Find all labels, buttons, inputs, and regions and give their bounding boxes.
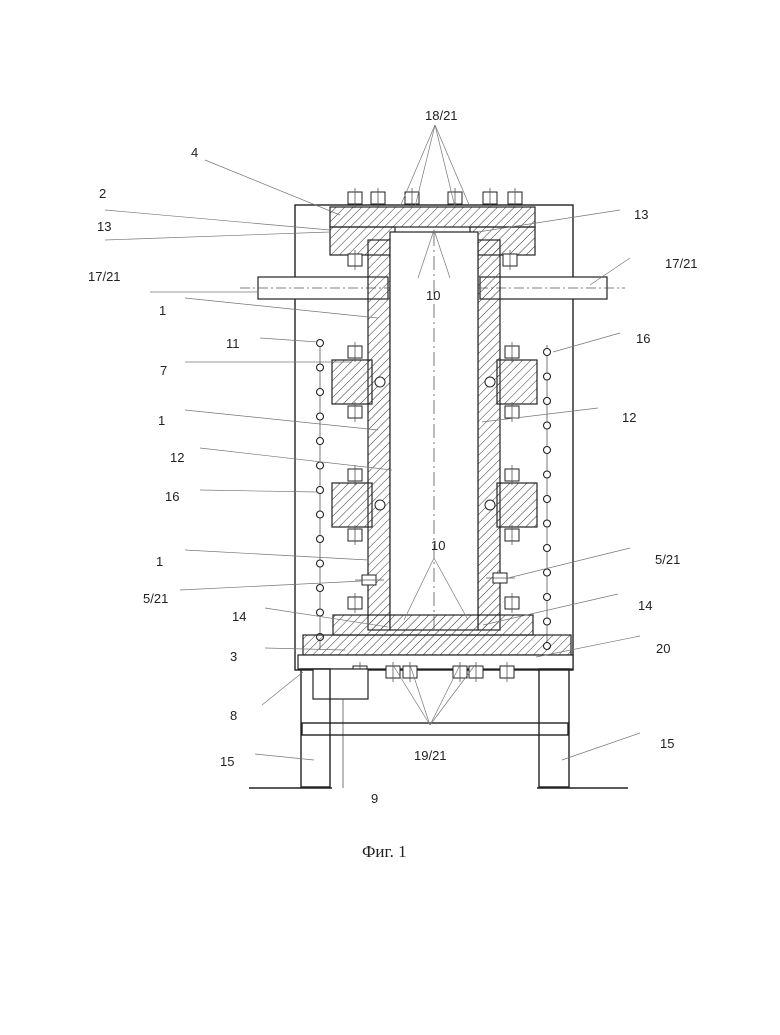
label-1-b: 1 (158, 413, 165, 428)
coil-turn-right-1 (544, 373, 551, 380)
seal-left-0 (375, 377, 385, 387)
label-3: 3 (230, 649, 237, 664)
coil-turn-left-8 (317, 536, 324, 543)
label-4: 4 (191, 145, 198, 160)
label-9: 9 (371, 791, 378, 806)
label-17-21-right: 17/21 (665, 256, 698, 271)
label-1-c: 1 (156, 554, 163, 569)
bottom-flange (298, 615, 573, 669)
drive-unit (313, 669, 368, 788)
column-wall-left (368, 240, 390, 630)
label-18-21: 18/21 (425, 108, 458, 123)
figure-caption: Фиг. 1 (362, 842, 407, 861)
coil-turn-left-10 (317, 585, 324, 592)
coil-turn-right-6 (544, 496, 551, 503)
flange-left-0 (332, 360, 372, 404)
coil-turn-right-4 (544, 447, 551, 454)
coil-turn-left-1 (317, 364, 324, 371)
coil-turn-right-8 (544, 545, 551, 552)
flange-right-1 (497, 483, 537, 527)
flange-right-0 (497, 360, 537, 404)
label-20: 20 (656, 641, 670, 656)
label-12-right: 12 (622, 410, 636, 425)
coil-turn-left-2 (317, 389, 324, 396)
coil-turn-left-0 (317, 340, 324, 347)
coil-turn-right-7 (544, 520, 551, 527)
heating-coil-right (544, 345, 551, 650)
label-15-right: 15 (660, 736, 674, 751)
column-wall-right (478, 240, 500, 630)
coil-turn-left-3 (317, 413, 324, 420)
coil-turn-right-0 (544, 349, 551, 356)
label-10-bottom: 10 (431, 538, 445, 553)
coil-turn-left-7 (317, 511, 324, 518)
coil-turn-right-9 (544, 569, 551, 576)
coil-turn-right-2 (544, 398, 551, 405)
label-13-right: 13 (634, 207, 648, 222)
coil-turn-left-11 (317, 609, 324, 616)
heating-coil-left (317, 340, 324, 651)
label-7: 7 (160, 363, 167, 378)
label-14-left: 14 (232, 609, 246, 624)
label-12-left: 12 (170, 450, 184, 465)
coil-turn-right-10 (544, 594, 551, 601)
label-14-right: 14 (638, 598, 652, 613)
coil-turn-left-6 (317, 487, 324, 494)
coil-turn-right-5 (544, 471, 551, 478)
label-1-a: 1 (159, 303, 166, 318)
coil-turn-right-3 (544, 422, 551, 429)
seal-left-1 (375, 500, 385, 510)
label-19-21: 19/21 (414, 748, 447, 763)
coil-turn-left-4 (317, 438, 324, 445)
seal-right-0 (485, 377, 495, 387)
label-15-left: 15 (220, 754, 234, 769)
support-frame (249, 669, 628, 788)
label-10-top: 10 (426, 288, 440, 303)
label-8: 8 (230, 708, 237, 723)
seal-right-1 (485, 500, 495, 510)
coil-turn-left-9 (317, 560, 324, 567)
label-2: 2 (99, 186, 106, 201)
label-17-21-left: 17/21 (88, 269, 121, 284)
coil-turn-right-11 (544, 618, 551, 625)
coil-turn-left-5 (317, 462, 324, 469)
flange-left-1 (332, 483, 372, 527)
label-13-left: 13 (97, 219, 111, 234)
label-11: 11 (226, 336, 240, 351)
label-5-21-right: 5/21 (655, 552, 680, 567)
label-16-right: 16 (636, 331, 650, 346)
label-16-left: 16 (165, 489, 179, 504)
label-5-21-left: 5/21 (143, 591, 168, 606)
